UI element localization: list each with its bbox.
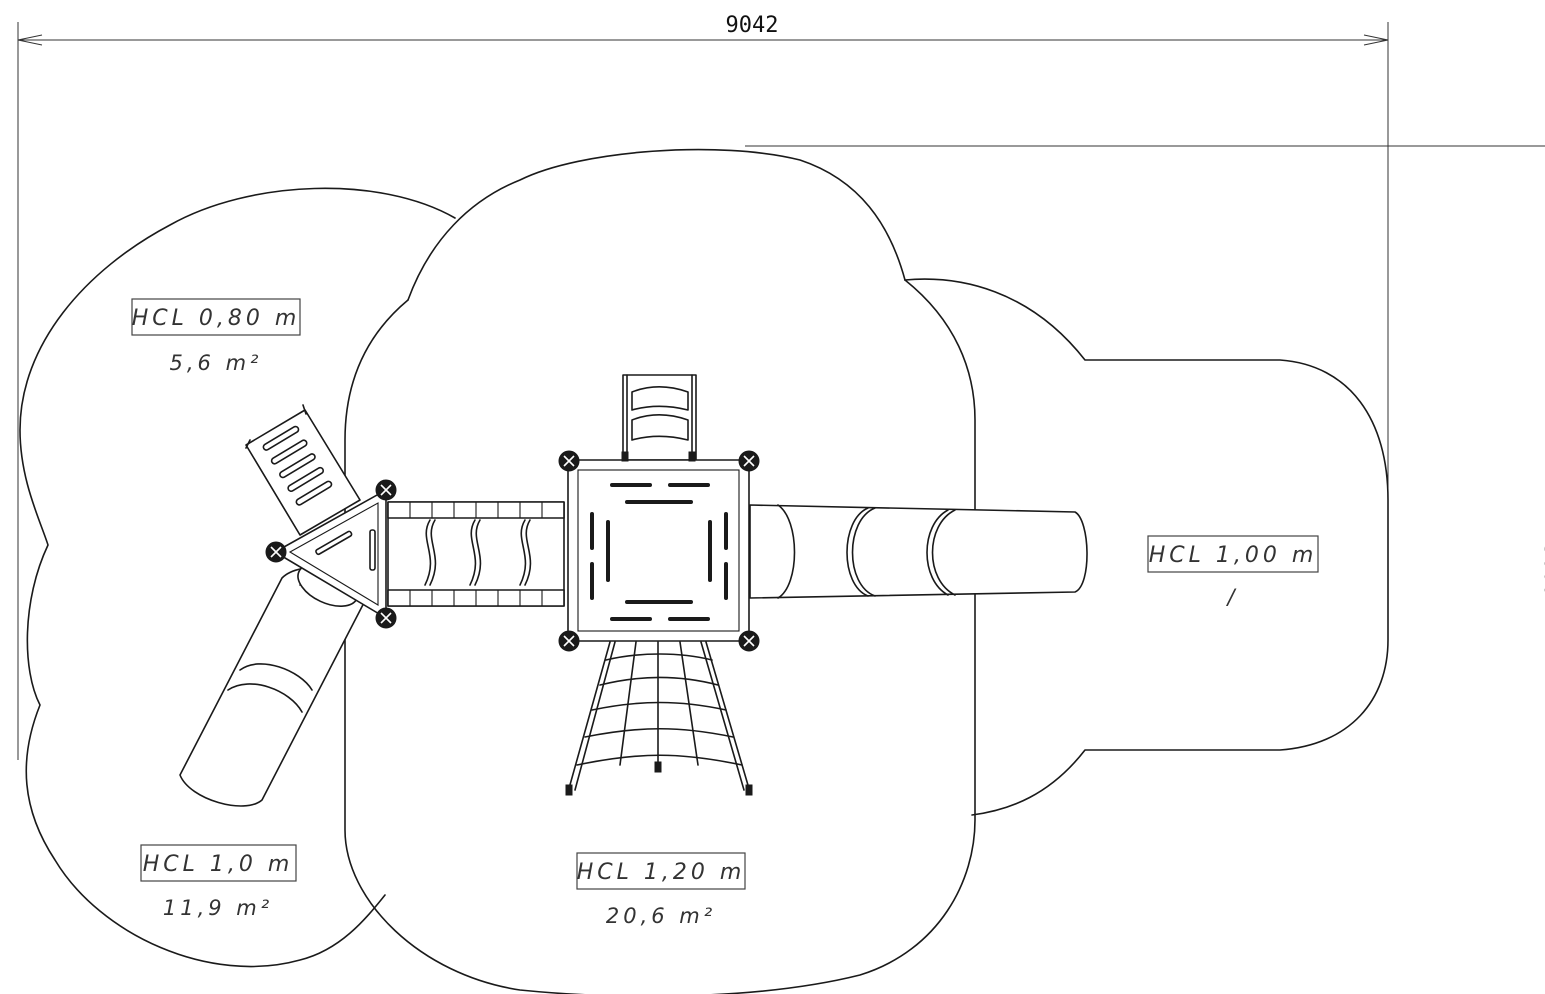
height-dimension-value: 5606 xyxy=(1539,544,1545,597)
zone-hcl-text: HCL 1,20 m xyxy=(577,860,746,885)
safety-zone-outline xyxy=(19,148,1389,994)
width-dimension-value: 9042 xyxy=(726,13,779,38)
climbing-net xyxy=(565,641,753,796)
height-dimension: 5606 xyxy=(745,145,1545,597)
zone-hcl-text: HCL 1,0 m xyxy=(143,852,294,877)
zone-area-text: / xyxy=(1225,585,1238,609)
zone-hcl-text: HCL 0,80 m xyxy=(132,306,301,331)
post xyxy=(738,630,760,652)
post xyxy=(558,630,580,652)
zone-label-top-left: HCL 0,80 m 5,6 m² xyxy=(131,298,301,375)
tube-slide-left xyxy=(179,563,369,807)
width-dimension: 9042 xyxy=(17,13,1389,760)
zone-label-right: HCL 1,00 m / xyxy=(1147,535,1319,609)
zone-area-text: 20,6 m² xyxy=(606,904,716,928)
post xyxy=(375,607,397,629)
bridge xyxy=(387,501,565,607)
post xyxy=(738,450,760,472)
post xyxy=(558,450,580,472)
zone-label-center: HCL 1,20 m 20,6 m² xyxy=(576,852,746,928)
ladder-left xyxy=(245,404,361,536)
tube-slide-right xyxy=(732,504,1088,599)
main-tower-platform xyxy=(567,459,750,642)
triangle-platform xyxy=(274,489,387,619)
zone-area-text: 5,6 m² xyxy=(170,351,263,375)
zone-label-bottom-left: HCL 1,0 m 11,9 m² xyxy=(140,844,297,920)
posts xyxy=(265,450,760,652)
zone-area-text: 11,9 m² xyxy=(163,896,273,920)
ladder-top xyxy=(622,374,697,461)
post xyxy=(265,541,287,563)
post xyxy=(375,479,397,501)
zone-hcl-text: HCL 1,00 m xyxy=(1149,543,1318,568)
